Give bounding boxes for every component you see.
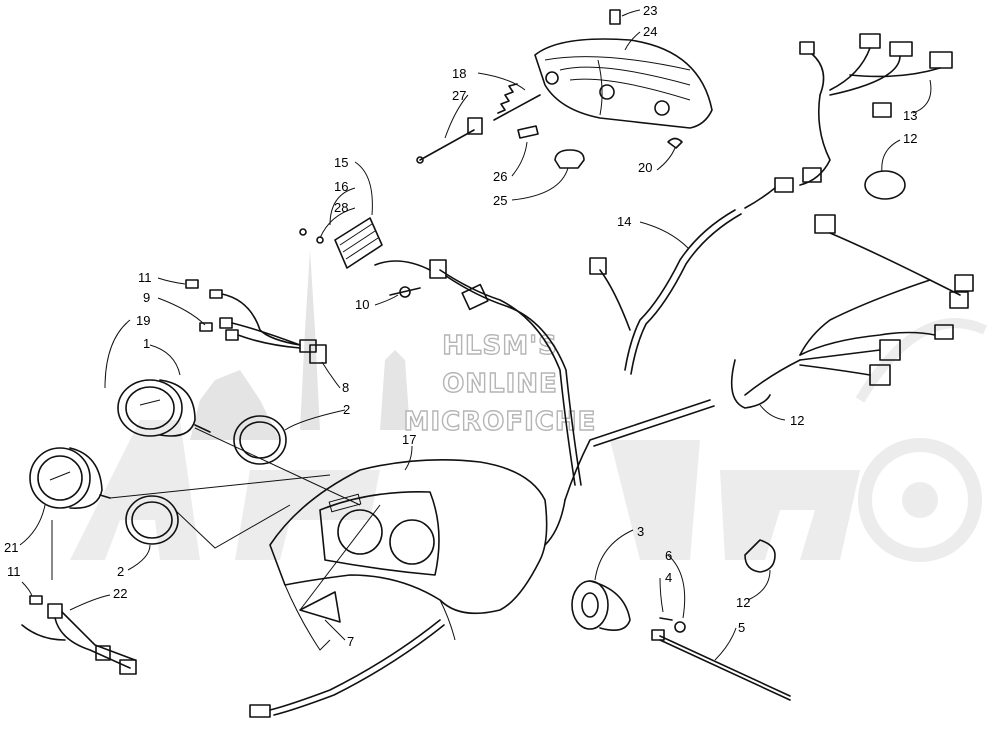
callout-7: 7 [347, 634, 354, 649]
speedometer-harness [21, 595, 137, 675]
callout-12-mid: 12 [790, 413, 804, 428]
callout-4: 4 [665, 570, 672, 585]
pod-wire [249, 619, 445, 718]
speed-sensor [571, 539, 791, 701]
callout-18: 18 [452, 66, 466, 81]
callout-15: 15 [334, 155, 348, 170]
callout-11-top: 11 [138, 270, 152, 285]
harness-right-lower [730, 214, 974, 409]
tachometer-gauge [117, 379, 211, 437]
tachometer-harness [185, 279, 327, 364]
callout-12-bottom: 12 [736, 595, 750, 610]
callout-14: 14 [617, 214, 631, 229]
main-wiring-harness [374, 209, 742, 546]
watermark-text: HLSM'S ONLINE MICROFICHE [403, 330, 597, 437]
callout-26: 26 [493, 169, 507, 184]
callout-labels: 23 24 18 27 26 25 20 13 12 15 16 28 14 1… [4, 3, 917, 649]
decal [299, 504, 381, 623]
callout-22: 22 [113, 586, 127, 601]
callout-6: 6 [665, 548, 672, 563]
voltage-regulator [299, 217, 421, 298]
callout-20: 20 [638, 160, 652, 175]
callout-1: 1 [143, 336, 150, 351]
instrument-pod [269, 458, 548, 651]
callout-16: 16 [334, 179, 348, 194]
callout-13: 13 [903, 108, 917, 123]
callout-8: 8 [342, 380, 349, 395]
callout-2-bottom: 2 [117, 564, 124, 579]
callout-2-top: 2 [343, 402, 350, 417]
callout-17: 17 [402, 432, 416, 447]
callout-28: 28 [334, 200, 348, 215]
watermark-line1: HLSM'S [442, 331, 558, 361]
callout-12-top: 12 [903, 131, 917, 146]
callout-3: 3 [637, 524, 644, 539]
speedometer-gauge [29, 447, 111, 509]
callout-27: 27 [452, 88, 466, 103]
callout-21: 21 [4, 540, 18, 555]
callout-19: 19 [136, 313, 150, 328]
assembly-lines [51, 427, 361, 580]
harness-top-right [744, 33, 953, 209]
callout-11-bottom: 11 [7, 564, 21, 579]
callout-10: 10 [355, 297, 369, 312]
callout-25: 25 [493, 193, 507, 208]
watermark-line2: ONLINE [442, 369, 558, 399]
leader-lines [19, 9, 932, 661]
callout-5: 5 [738, 620, 745, 635]
callout-9: 9 [143, 290, 150, 305]
callout-23: 23 [643, 3, 657, 18]
callout-24: 24 [643, 24, 657, 39]
watermark-line3: MICROFICHE [404, 407, 597, 437]
headlight-assembly [534, 9, 713, 129]
headlight-bulb-parts [416, 83, 683, 169]
watermark-logo [70, 250, 988, 562]
